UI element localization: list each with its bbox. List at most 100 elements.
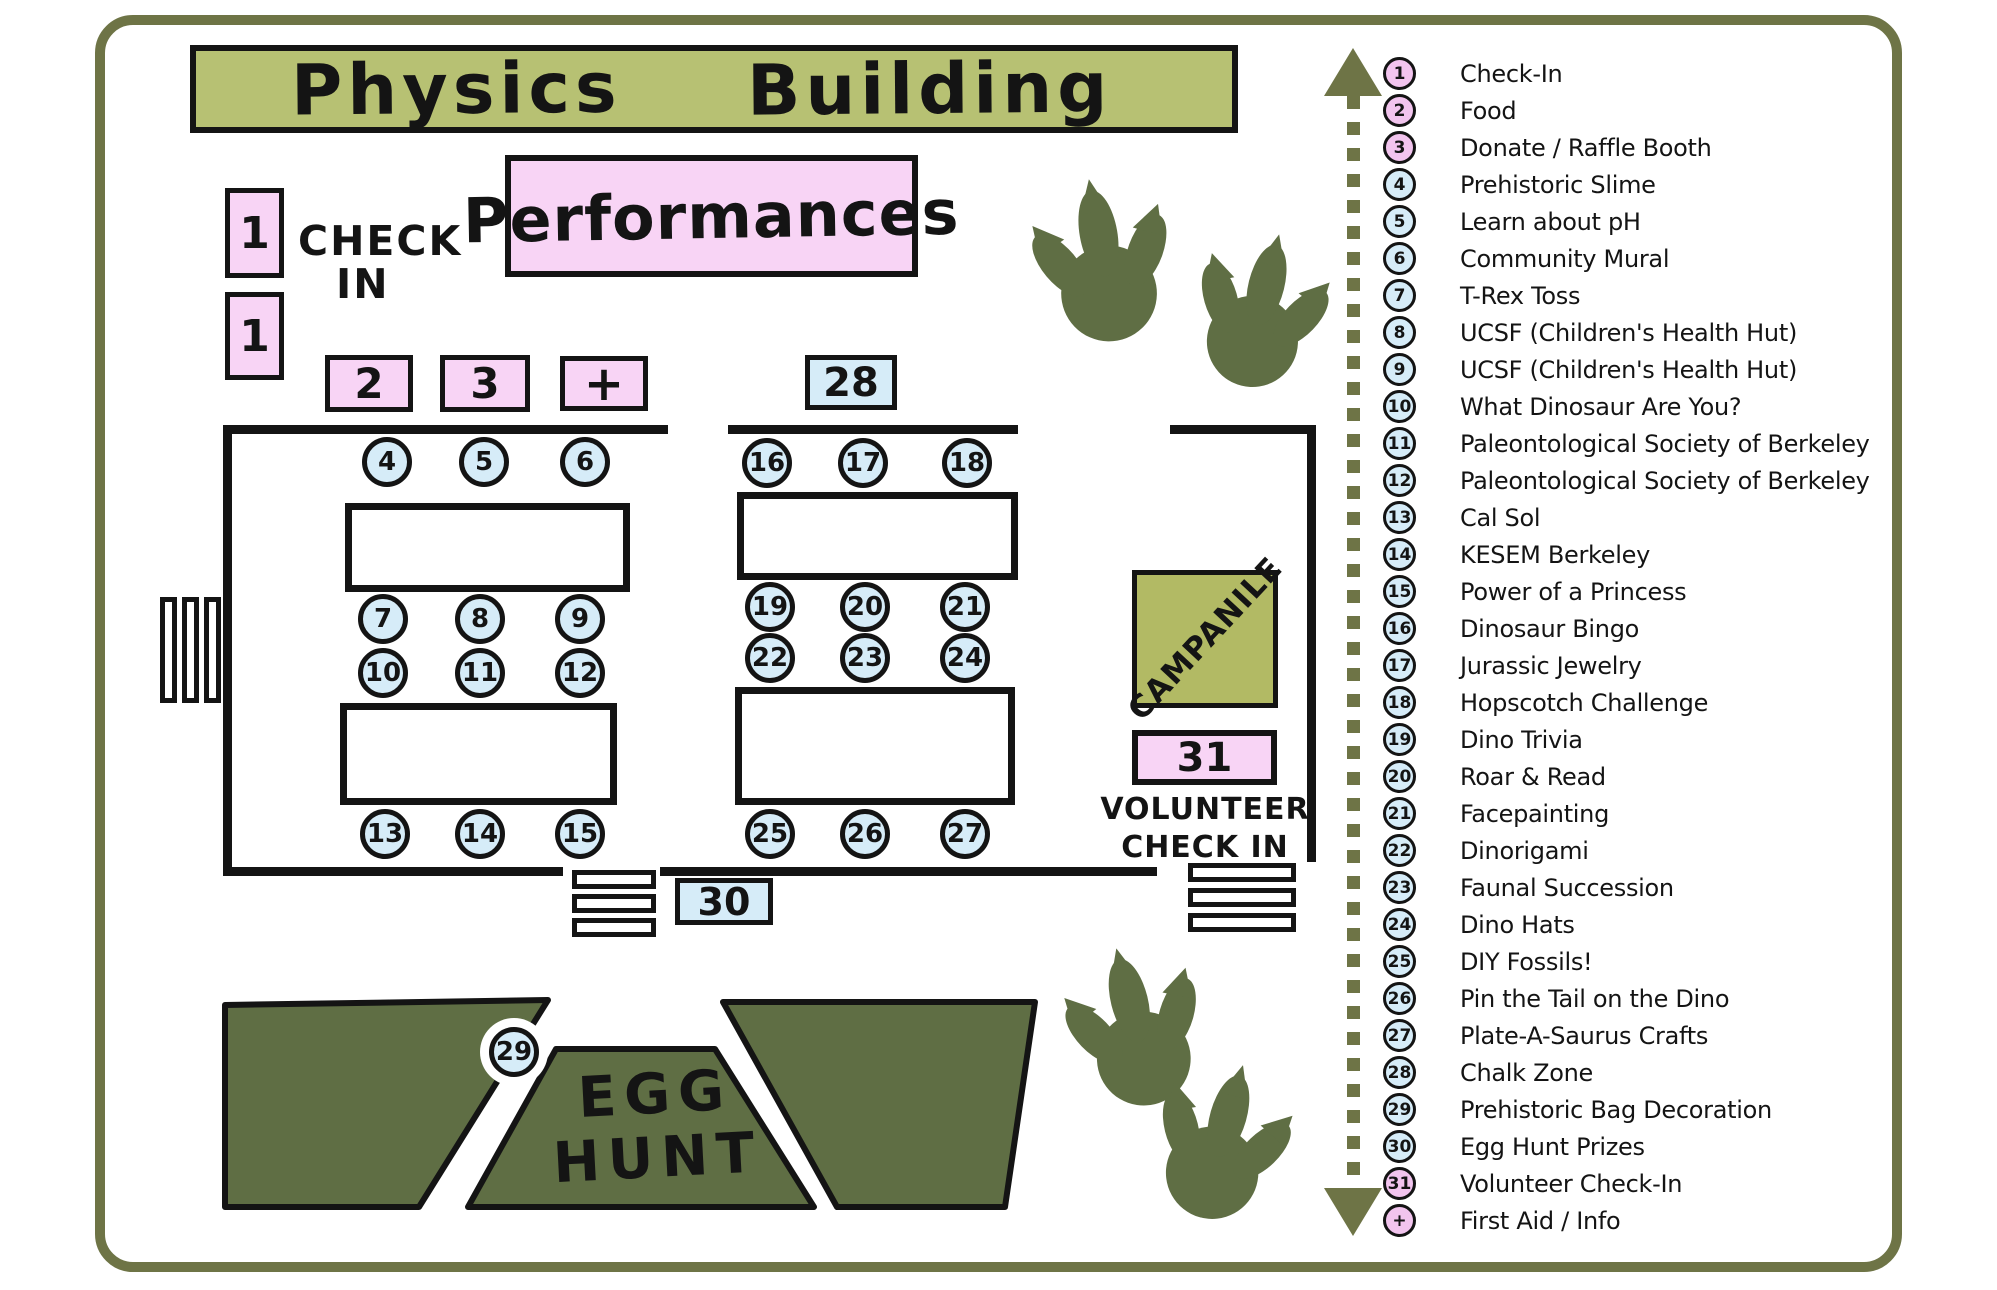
legend-item-number: 10 [1383, 390, 1416, 423]
right-entrance-step [1188, 913, 1296, 932]
legend-item: 26 Pin the Tail on the Dino [1383, 980, 1870, 1017]
legend-item-number: 5 [1383, 205, 1416, 238]
dino-footprint-icon [1012, 165, 1194, 355]
legend-item-label: First Aid / Info [1460, 1206, 1621, 1235]
legend-item-number: 4 [1383, 168, 1416, 201]
legend-item-number: 1 [1383, 57, 1416, 90]
legend-item-label: Dinorigami [1460, 836, 1589, 865]
wall-left [223, 425, 232, 875]
legend-item: 30 Egg Hunt Prizes [1383, 1128, 1870, 1165]
legend-item: + First Aid / Info [1383, 1202, 1870, 1239]
table-3 [737, 492, 1018, 580]
booth-circle-22: 22 [745, 633, 795, 683]
performances-box: Performances [463, 155, 960, 277]
legend-item-label: Cal Sol [1460, 503, 1541, 532]
booth-circle-11: 11 [455, 648, 505, 698]
legend-item-label: Egg Hunt Prizes [1460, 1132, 1645, 1161]
legend-item-number: 20 [1383, 760, 1416, 793]
legend-item-label: Roar & Read [1460, 762, 1606, 791]
legend-item-number: 23 [1383, 871, 1416, 904]
legend-item-number: 11 [1383, 427, 1416, 460]
legend-item-number: 12 [1383, 464, 1416, 497]
legend-item-label: Jurassic Jewelry [1460, 651, 1642, 680]
table-1 [345, 503, 630, 592]
egg-hunt-left-field [222, 997, 551, 1210]
legend-item: 25 DIY Fossils! [1383, 943, 1870, 980]
legend-item-number: 8 [1383, 316, 1416, 349]
check-in-booth-1a: 1 [225, 188, 284, 278]
wall-bottom-left [223, 867, 563, 876]
legend-item: 31 Volunteer Check-In [1383, 1165, 1870, 1202]
booth-circle-29: 29 [489, 1027, 539, 1077]
booth-circle-12: 12 [555, 648, 605, 698]
legend-item-number: 17 [1383, 649, 1416, 682]
right-entrance-step [1188, 888, 1296, 907]
campanile-box: CAMPANILE [1121, 550, 1290, 727]
left-entrance-step [204, 597, 221, 703]
legend-item-number: 24 [1383, 908, 1416, 941]
legend-item-label: Paleontological Society of Berkeley [1460, 466, 1870, 495]
legend-item-number: 28 [1383, 1056, 1416, 1089]
legend-item: 12 Paleontological Society of Berkeley [1383, 462, 1870, 499]
middle-entrance-step [572, 918, 656, 937]
legend-item: 3 Donate / Raffle Booth [1383, 129, 1870, 166]
arrow-up-icon [1324, 48, 1382, 96]
legend-item: 13 Cal Sol [1383, 499, 1870, 536]
legend-item-number: 16 [1383, 612, 1416, 645]
legend-item: 28 Chalk Zone [1383, 1054, 1870, 1091]
legend-item: 29 Prehistoric Bag Decoration [1383, 1091, 1870, 1128]
left-entrance-step [160, 597, 177, 703]
table-4 [735, 687, 1015, 805]
legend-item: 2 Food [1383, 92, 1870, 129]
legend-item-label: Community Mural [1460, 244, 1670, 273]
legend-item: 10 What Dinosaur Are You? [1383, 388, 1870, 425]
legend-dotted-line [1347, 96, 1360, 1188]
booth-circle-17: 17 [838, 438, 888, 488]
booth-box-3: 3 [440, 355, 530, 412]
legend-item: 14 KESEM Berkeley [1383, 536, 1870, 573]
legend-item-number: 18 [1383, 686, 1416, 719]
legend-item-label: T-Rex Toss [1460, 281, 1581, 310]
legend-item-label: Dino Trivia [1460, 725, 1583, 754]
volunteer-check-in-label: VOLUNTEER CHECK IN [1100, 792, 1310, 865]
legend-item-label: KESEM Berkeley [1460, 540, 1650, 569]
booth-box-2: 2 [325, 355, 413, 412]
legend-item-number: 3 [1383, 131, 1416, 164]
legend-item-label: Dino Hats [1460, 910, 1575, 939]
legend-item-label: Faunal Succession [1460, 873, 1674, 902]
legend-item: 4 Prehistoric Slime [1383, 166, 1870, 203]
booth-circle-6: 6 [560, 437, 610, 487]
legend-item: 7 T-Rex Toss [1383, 277, 1870, 314]
legend-item-number: 7 [1383, 279, 1416, 312]
legend-item-label: Prehistoric Bag Decoration [1460, 1095, 1772, 1124]
legend-item-label: Pin the Tail on the Dino [1460, 984, 1730, 1013]
legend-item-label: Paleontological Society of Berkeley [1460, 429, 1870, 458]
legend-item-number: 13 [1383, 501, 1416, 534]
wall-top-left [223, 425, 668, 434]
legend-item-label: Donate / Raffle Booth [1460, 133, 1712, 162]
legend-item-number: 25 [1383, 945, 1416, 978]
legend-item-number: 29 [1383, 1093, 1416, 1126]
legend-item-number: 15 [1383, 575, 1416, 608]
middle-entrance-step [572, 894, 656, 913]
legend-item-number: 2 [1383, 94, 1416, 127]
booth-box-30: 30 [675, 878, 773, 925]
booth-circle-20: 20 [840, 582, 890, 632]
egg-hunt-center-field [465, 1046, 817, 1210]
legend-item: 23 Faunal Succession [1383, 869, 1870, 906]
booth-box-28: 28 [805, 355, 897, 410]
legend-item-number: 30 [1383, 1130, 1416, 1163]
wall-bottom-right [660, 867, 1157, 876]
legend: 1 Check-In 2 Food 3 Donate / Raffle Boot… [1383, 55, 1870, 1239]
legend-item-label: Plate-A-Saurus Crafts [1460, 1021, 1709, 1050]
booth-circle-14: 14 [455, 809, 505, 859]
legend-item-label: Chalk Zone [1460, 1058, 1593, 1087]
legend-item: 24 Dino Hats [1383, 906, 1870, 943]
legend-item: 21 Facepainting [1383, 795, 1870, 832]
legend-item: 16 Dinosaur Bingo [1383, 610, 1870, 647]
legend-item: 1 Check-In [1383, 55, 1870, 92]
booth-circle-15: 15 [555, 809, 605, 859]
booth-circle-27: 27 [940, 809, 990, 859]
legend-item: 17 Jurassic Jewelry [1383, 647, 1870, 684]
